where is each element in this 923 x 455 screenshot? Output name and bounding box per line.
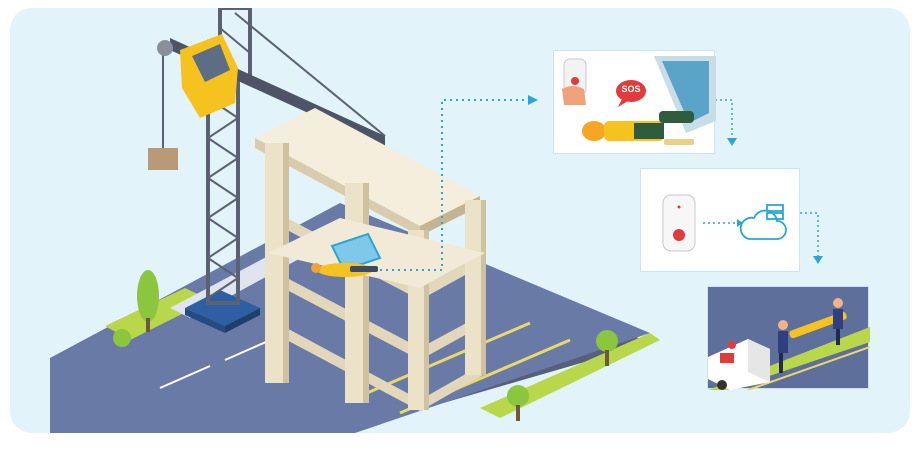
alert-connector [380,95,538,271]
sos-bubble [616,80,646,102]
rescuer-icon [833,298,843,345]
sos-button-icon [662,194,696,252]
flow-arrow [715,99,819,258]
tree-icon [113,270,159,347]
construction-scene [50,8,823,433]
rescue-panel [707,286,870,390]
illustration-frame: SOS [10,8,910,433]
crane-base [185,290,260,333]
tree-icon [596,330,618,366]
cloud-transmission-panel [640,168,800,272]
fallen-worker-icon [311,232,382,277]
sos-button-icon [562,58,587,105]
sos-alert-panel: SOS [553,50,716,154]
arrow-head [727,138,737,146]
tree-icon [507,385,529,421]
sos-bubble-text: SOS [621,84,641,94]
cloud-server-icon [739,204,787,240]
ambulance-icon [708,339,770,390]
arrow-head [813,256,823,264]
rescuer-icon [778,320,788,373]
